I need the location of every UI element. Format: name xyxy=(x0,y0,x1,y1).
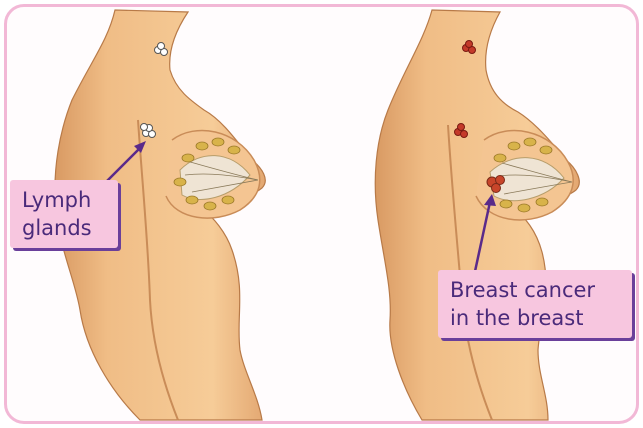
lymph-label-line1: Lymph xyxy=(22,186,106,214)
right-body-silhouette xyxy=(375,10,579,420)
cancer-label-line2: in the breast xyxy=(450,304,620,332)
cancer-label-line1: Breast cancer xyxy=(450,276,620,304)
lymph-label-line2: glands xyxy=(22,214,106,242)
lymph-glands-label: Lymph glands xyxy=(10,180,118,248)
right-torso xyxy=(375,10,579,420)
breast-cancer-label: Breast cancer in the breast xyxy=(438,270,632,338)
